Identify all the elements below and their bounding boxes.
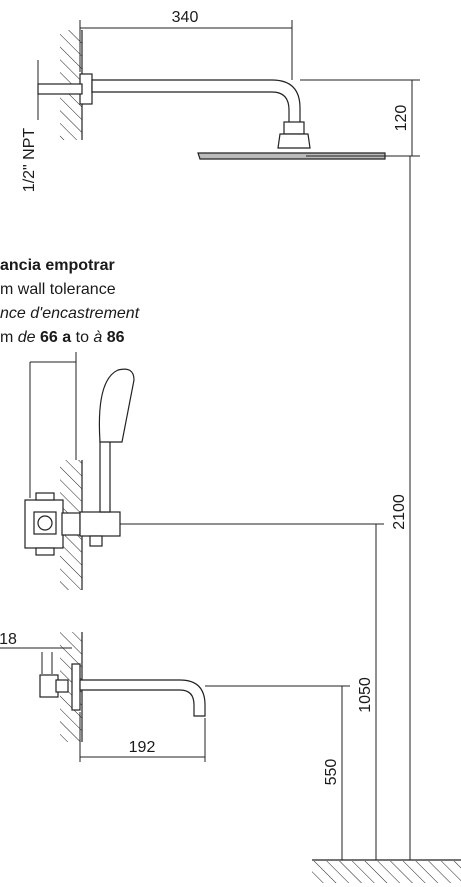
valve-assembly xyxy=(24,368,135,556)
valve-trim-flange xyxy=(61,512,81,536)
hand-shower xyxy=(98,368,135,443)
valve-port-bottom xyxy=(35,547,55,556)
diverter-outlet xyxy=(89,535,103,547)
mixer-handle-body xyxy=(79,511,121,537)
note-line-2-text: m wall tolerance xyxy=(0,281,116,298)
dim-spout-height: 550 xyxy=(323,759,340,786)
shower-head xyxy=(197,152,386,160)
note-line-4-min: 66 a xyxy=(40,329,72,346)
dim-spout-offset: 18 xyxy=(0,631,17,648)
spout-flange xyxy=(71,663,81,711)
hand-shower-hose-holder xyxy=(99,439,111,513)
shower-arm xyxy=(91,79,301,125)
dim-valve-height: 1050 xyxy=(357,677,374,713)
note-line-3-text: nce d'encastrement xyxy=(0,305,140,322)
note-line-4-de: de xyxy=(17,329,36,346)
wall-hatching xyxy=(60,30,83,742)
note-line-1-text: ancia empotrar xyxy=(0,257,115,274)
floor xyxy=(312,859,461,883)
ball-joint xyxy=(283,121,305,135)
dim-spout-reach: 192 xyxy=(129,739,156,756)
dim-arm-length: 340 xyxy=(172,9,199,26)
dim-shower-height: 2100 xyxy=(391,494,408,530)
spout-valve-nut xyxy=(55,679,69,693)
shower-arm-assembly xyxy=(37,73,386,160)
dimension-lines xyxy=(0,20,420,860)
note-line-4-a: à xyxy=(93,329,103,346)
dim-thread: 1/2" NPT xyxy=(21,128,38,193)
wall-tolerance-note-line-3: nce d'encastrement xyxy=(0,302,139,326)
wall-tolerance-note-line-1: ancia empotrar xyxy=(0,254,115,278)
dim-drop-height: 120 xyxy=(393,105,410,132)
threaded-pipe xyxy=(37,83,83,95)
spout-body xyxy=(79,679,206,717)
spout-assembly xyxy=(39,663,206,717)
wall-hatch-lower xyxy=(60,632,82,742)
note-line-4-prefix: m xyxy=(0,329,18,346)
wall-tolerance-note-line-2: m wall tolerance xyxy=(0,278,116,302)
valve-port-top xyxy=(35,492,55,501)
spout-valve xyxy=(39,674,59,698)
head-connector xyxy=(277,133,311,149)
floor-hatch xyxy=(312,861,461,883)
note-line-4-to: to xyxy=(75,329,89,346)
valve-core xyxy=(37,515,53,531)
note-line-4-max: 86 xyxy=(106,329,125,346)
wall-tolerance-note-line-4: m de 66 a to à 86 xyxy=(0,326,125,350)
